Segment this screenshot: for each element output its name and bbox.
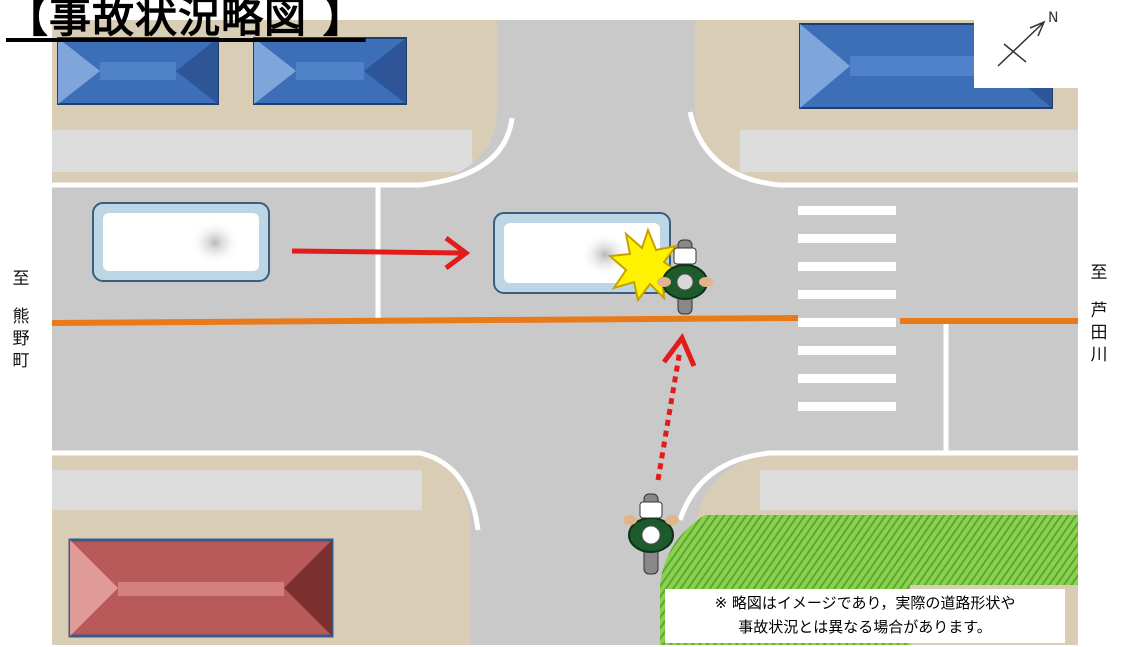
- lower-sidewalk-left: [52, 470, 422, 510]
- collision-burst-icon: [607, 227, 687, 303]
- direction-label-char: 野: [12, 329, 30, 349]
- direction-label-char: 田: [1090, 323, 1108, 343]
- direction-label-char: 町: [12, 351, 30, 371]
- lower-sidewalk-right: [760, 470, 1078, 510]
- compass-north-letter: N: [1048, 10, 1058, 26]
- house-blue-2: [253, 37, 407, 105]
- car-direction-arrow: [291, 236, 471, 270]
- disclaimer-line-2: 事故状況とは異なる場合があります。: [738, 618, 992, 636]
- road-edge-lines: [52, 111, 1078, 531]
- disclaimer-line-1: ※ 略図はイメージであり，実際の道路形状や: [714, 594, 1016, 612]
- intersection-corner-ne: [695, 110, 780, 185]
- direction-label-char: 川: [1090, 345, 1108, 365]
- direction-label-char: 芦: [1090, 301, 1108, 321]
- direction-label-char: 至: [1090, 263, 1108, 283]
- disclaimer-note: ※ 略図はイメージであり，実際の道路形状や 事故状況とは異なる場合があります。: [665, 589, 1065, 643]
- center-line: [51, 315, 1078, 326]
- motorcycle-collided-icon: [657, 239, 713, 315]
- compass-arrow-icon: [997, 20, 1046, 67]
- crosswalk: [798, 206, 896, 411]
- direction-label-east: 至 芦 田 川: [1088, 262, 1110, 366]
- motorcycle-direction-arrow: [655, 333, 697, 481]
- page-title: 【事故状況略図 】: [6, 0, 366, 42]
- house-red: [68, 538, 334, 638]
- upper-sidewalk-left: [52, 130, 472, 172]
- direction-label-char: 至: [12, 269, 30, 289]
- motorcycle-approaching-icon: [623, 493, 679, 575]
- north-compass: N: [974, 0, 1082, 88]
- upper-sidewalk-right: [740, 130, 1078, 172]
- car-1: [92, 202, 270, 282]
- direction-label-char: 熊: [12, 307, 30, 327]
- house-blue-1: [57, 37, 219, 105]
- direction-label-west: 至 熊 野 町: [10, 268, 32, 372]
